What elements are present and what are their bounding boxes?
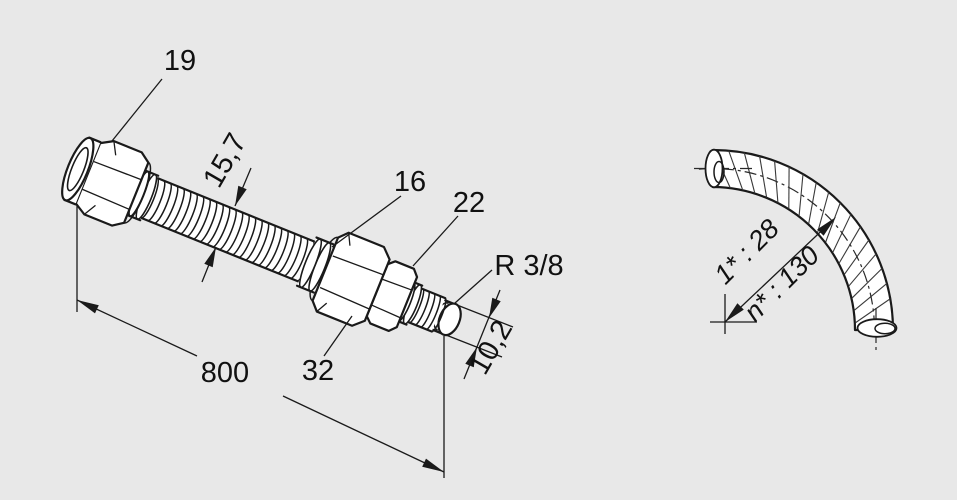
dim-800: 800 <box>76 204 445 478</box>
label-32: 32 <box>302 355 334 387</box>
tube-end-bottom <box>856 318 898 338</box>
label-22: 22 <box>453 187 485 219</box>
bend-detail-view: 1* : 28 n* : 130 <box>694 148 898 352</box>
arrowhead <box>422 458 444 472</box>
arrowhead <box>77 300 99 314</box>
collar-ring <box>295 236 335 294</box>
leader-16: 16 <box>331 166 426 248</box>
dim-10-2-label: 10,2 <box>463 315 519 380</box>
leader-32: 32 <box>302 315 353 387</box>
thread-ridges <box>409 288 447 333</box>
leader-r38: R 3/8 <box>454 250 564 304</box>
label-16: 16 <box>394 166 426 198</box>
union-nut <box>74 140 152 227</box>
flexible-hose-assembly <box>61 136 462 337</box>
hex-nut-large <box>309 231 391 327</box>
corrugated-hose <box>138 176 316 283</box>
origin-cross <box>710 294 757 334</box>
hex-nut-small <box>365 260 419 333</box>
label-r38: R 3/8 <box>494 250 563 282</box>
leader-19: 19 <box>111 45 196 142</box>
label-19: 19 <box>164 45 196 77</box>
bend-centerline <box>698 167 876 336</box>
end-flange <box>61 136 102 206</box>
dim-800-label: 800 <box>201 357 249 389</box>
tube-end-top <box>704 148 725 189</box>
leader-22: 22 <box>412 187 485 267</box>
